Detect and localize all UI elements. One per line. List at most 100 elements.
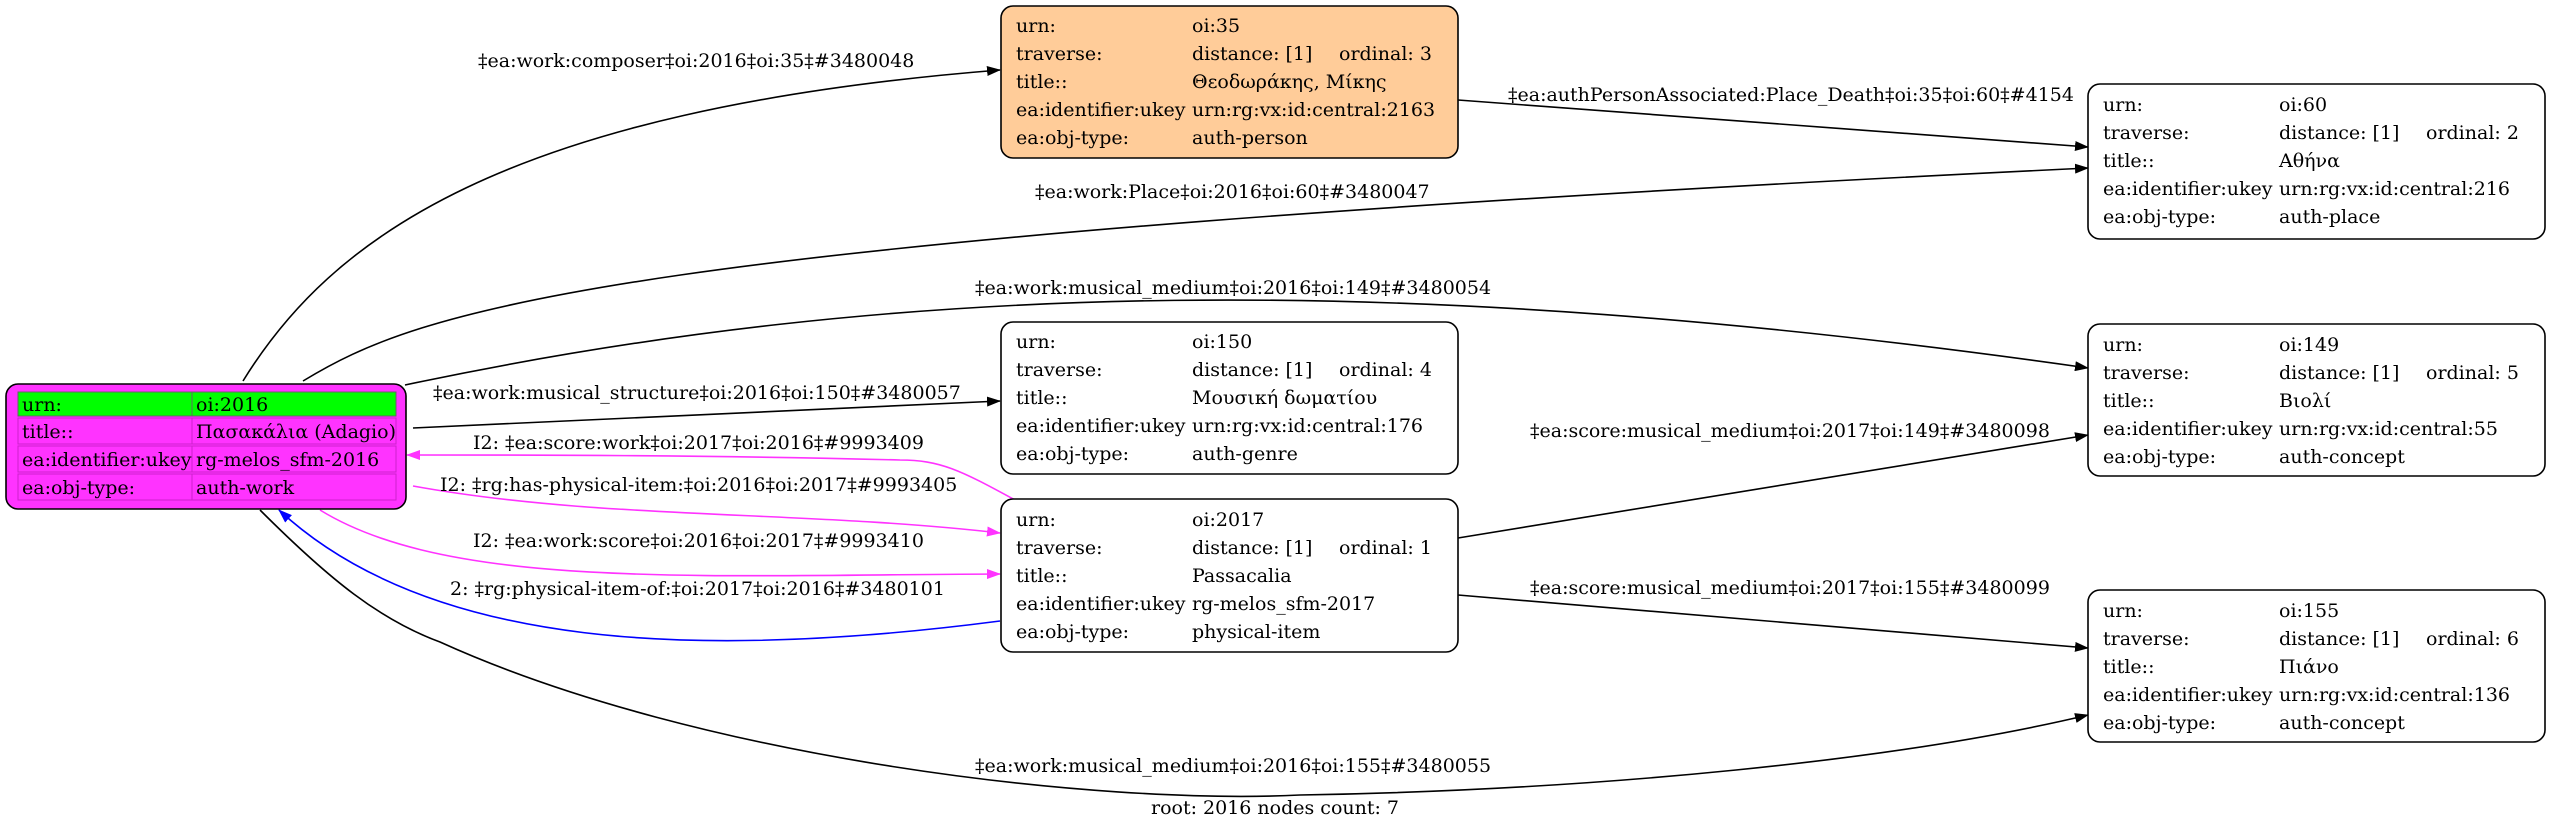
n60-title-value: Αθήνα	[2278, 150, 2340, 172]
n2017-title-key: title::	[1016, 565, 1067, 587]
edge-place[interactable]	[302, 163, 2089, 382]
n150-title-value: Μουσική δωματίου	[1192, 387, 1377, 409]
root-title-value: Πασακάλια (Adagio)	[196, 421, 396, 443]
edge-has-physical[interactable]	[412, 485, 1001, 537]
n35-urn-value: oi:35	[1192, 15, 1240, 37]
n150-type-value: auth-genre	[1192, 443, 1298, 465]
root-type-key: ea:obj-type:	[22, 477, 135, 499]
n155-title-key: title::	[2103, 656, 2154, 678]
node-oi-2017[interactable]: urn: oi:2017 traverse: distance: [1] ord…	[1000, 498, 1459, 653]
n149-urn-key: urn:	[2103, 334, 2143, 356]
edge-score-medium-155[interactable]	[1457, 594, 2089, 652]
edge-label-place: ‡ea:work:Place‡oi:2016‡oi:60‡#3480047	[1035, 181, 1430, 203]
n150-title-key: title::	[1016, 387, 1067, 409]
n2017-urn-value: oi:2017	[1192, 509, 1264, 531]
n60-ukey-key: ea:identifier:ukey	[2103, 178, 2273, 200]
edge-label-score-medium-155: ‡ea:score:musical_medium‡oi:2017‡oi:155‡…	[1530, 577, 2050, 599]
node-oi-150[interactable]: urn: oi:150 traverse: distance: [1] ordi…	[1000, 321, 1459, 475]
n2017-distance: distance: [1]	[1192, 537, 1312, 559]
n149-ukey-key: ea:identifier:ukey	[2103, 418, 2273, 440]
n155-type-value: auth-concept	[2279, 712, 2405, 734]
n150-ukey-value: urn:rg:vx:id:central:176	[1192, 415, 1423, 437]
n149-urn-value: oi:149	[2279, 334, 2339, 356]
edge-label-physical-of: 2: ‡rg:physical-item-of:‡oi:2017‡oi:2016…	[450, 578, 945, 600]
n35-ukey-key: ea:identifier:ukey	[1016, 99, 1186, 121]
n35-ordinal: ordinal: 3	[1339, 43, 1432, 65]
n35-title-key: title::	[1016, 71, 1067, 93]
node-oi-149[interactable]: urn: oi:149 traverse: distance: [1] ordi…	[2087, 323, 2546, 477]
n150-traverse-key: traverse:	[1016, 359, 1103, 381]
n2017-ukey-key: ea:identifier:ukey	[1016, 593, 1186, 615]
n155-ukey-value: urn:rg:vx:id:central:136	[2279, 684, 2510, 706]
n60-distance: distance: [1]	[2279, 122, 2399, 144]
edge-label-score-work: I2: ‡ea:score:work‡oi:2017‡oi:2016‡#9993…	[473, 432, 924, 454]
edge-label-structure: ‡ea:work:musical_structure‡oi:2016‡oi:15…	[433, 382, 961, 404]
n2017-ordinal: ordinal: 1	[1339, 537, 1432, 559]
edge-structure[interactable]	[412, 396, 1001, 429]
n60-urn-value: oi:60	[2279, 94, 2327, 116]
n2017-title-value: Passacalia	[1192, 565, 1292, 587]
edge-score-work[interactable]	[406, 450, 1016, 501]
n150-type-key: ea:obj-type:	[1016, 443, 1129, 465]
n150-ordinal: ordinal: 4	[1339, 359, 1432, 381]
n60-ukey-value: urn:rg:vx:id:central:216	[2279, 178, 2510, 200]
n2017-ukey-value: rg-melos_sfm-2017	[1192, 593, 1375, 615]
n155-traverse-key: traverse:	[2103, 628, 2190, 650]
edge-composer[interactable]	[242, 66, 1001, 382]
edge-label-work-score: I2: ‡ea:work:score‡oi:2016‡oi:2017‡#9993…	[473, 530, 924, 552]
node-oi-35[interactable]: urn: oi:35 traverse: distance: [1] ordin…	[1000, 5, 1459, 159]
n155-urn-value: oi:155	[2279, 600, 2339, 622]
edge-labels: ‡ea:work:composer‡oi:2016‡oi:35‡#3480048…	[433, 50, 2074, 777]
n60-urn-key: urn:	[2103, 94, 2143, 116]
edge-label-composer: ‡ea:work:composer‡oi:2016‡oi:35‡#3480048	[478, 50, 914, 72]
n35-title-value: Θεοδωράκης, Μίκης	[1192, 71, 1387, 93]
root-title-key: title::	[22, 421, 73, 443]
n149-title-key: title::	[2103, 390, 2154, 412]
root-urn-key: urn:	[22, 394, 62, 416]
root-ukey-key: ea:identifier:ukey	[22, 449, 192, 471]
n2017-type-key: ea:obj-type:	[1016, 621, 1129, 643]
edge-label-medium-149: ‡ea:work:musical_medium‡oi:2016‡oi:149‡#…	[975, 277, 1491, 299]
edge-medium-149[interactable]	[404, 299, 2089, 386]
n35-type-key: ea:obj-type:	[1016, 127, 1129, 149]
edge-label-has-physical: I2: ‡rg:has-physical-item:‡oi:2016‡oi:20…	[440, 474, 957, 496]
n155-type-key: ea:obj-type:	[2103, 712, 2216, 734]
n150-ukey-key: ea:identifier:ukey	[1016, 415, 1186, 437]
n2017-urn-key: urn:	[1016, 509, 1056, 531]
edges	[242, 66, 2089, 798]
n60-type-value: auth-place	[2279, 206, 2380, 228]
n149-type-key: ea:obj-type:	[2103, 446, 2216, 468]
n35-urn-key: urn:	[1016, 15, 1056, 37]
n155-urn-key: urn:	[2103, 600, 2143, 622]
edge-medium-155[interactable]	[259, 509, 2089, 798]
n149-distance: distance: [1]	[2279, 362, 2399, 384]
n149-type-value: auth-concept	[2279, 446, 2405, 468]
edge-place-death[interactable]	[1457, 99, 2089, 152]
n35-ukey-value: urn:rg:vx:id:central:2163	[1192, 99, 1435, 121]
n155-ukey-key: ea:identifier:ukey	[2103, 684, 2273, 706]
n150-urn-value: oi:150	[1192, 331, 1252, 353]
n60-title-key: title::	[2103, 150, 2154, 172]
n35-distance: distance: [1]	[1192, 43, 1312, 65]
node-oi-60[interactable]: urn: oi:60 traverse: distance: [1] ordin…	[2087, 83, 2546, 240]
edge-label-score-medium-149: ‡ea:score:musical_medium‡oi:2017‡oi:149‡…	[1530, 420, 2050, 442]
n60-type-key: ea:obj-type:	[2103, 206, 2216, 228]
n35-type-value: auth-person	[1192, 127, 1308, 149]
n2017-traverse-key: traverse:	[1016, 537, 1103, 559]
node-root-oi-2016[interactable]: urn: oi:2016 title:: Πασακάλια (Adagio) …	[5, 383, 407, 510]
graph-footer: root: 2016 nodes count: 7	[1151, 797, 1399, 819]
n155-ordinal: ordinal: 6	[2426, 628, 2519, 650]
n150-urn-key: urn:	[1016, 331, 1056, 353]
n149-title-value: Βιολί	[2279, 390, 2331, 412]
root-urn-value: oi:2016	[196, 394, 268, 416]
edge-label-place-death: ‡ea:authPersonAssociated:Place_Death‡oi:…	[1508, 84, 2074, 106]
edge-score-medium-149[interactable]	[1457, 432, 2089, 539]
n60-traverse-key: traverse:	[2103, 122, 2190, 144]
node-oi-155[interactable]: urn: oi:155 traverse: distance: [1] ordi…	[2087, 589, 2546, 743]
edge-physical-of[interactable]	[278, 509, 1001, 642]
n35-traverse-key: traverse:	[1016, 43, 1103, 65]
edge-work-score[interactable]	[319, 509, 1001, 580]
root-ukey-value: rg-melos_sfm-2016	[196, 449, 379, 471]
n149-ukey-value: urn:rg:vx:id:central:55	[2279, 418, 2498, 440]
